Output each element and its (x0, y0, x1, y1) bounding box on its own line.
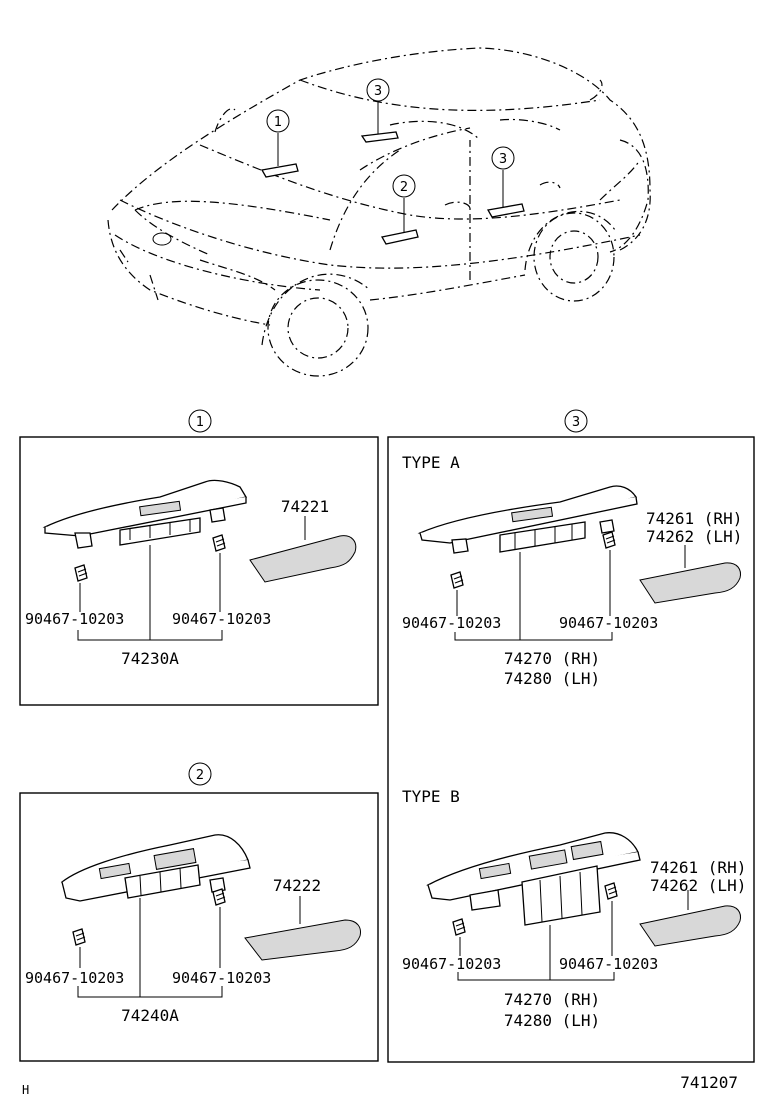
switch-location-2 (380, 229, 419, 245)
car-callout-3-front: 3 (366, 78, 390, 102)
assembly-lh-part-number: 74280 (LH) (504, 669, 600, 688)
type-a-title: TYPE A (402, 453, 460, 472)
clip-right (212, 534, 226, 552)
clip-right (212, 888, 226, 906)
vehicle-illustration (107, 47, 651, 377)
switch-location-1 (260, 163, 299, 178)
clip-left-part-number: 90467-10203 (25, 610, 124, 628)
svg-text:3: 3 (374, 84, 382, 99)
clip-left-part-number: 90467-10203 (25, 969, 124, 987)
svg-text:1: 1 (274, 115, 282, 130)
clip-left (72, 928, 86, 946)
clip-left-part-number: 90467-10203 (402, 955, 501, 973)
assembly-rh-part-number: 74270 (RH) (504, 990, 600, 1009)
switch-cover-74221 (249, 535, 357, 583)
assembly-lh-part-number: 74280 (LH) (504, 1011, 600, 1030)
assembly-rh-part-number: 74270 (RH) (504, 649, 600, 668)
clip-right-part-number: 90467-10203 (172, 610, 271, 628)
section-3-frame (387, 436, 755, 1063)
section-1: 1 90467-10203 90467-10203 74230A 74221 (19, 409, 379, 706)
clip-right-part-number: 90467-10203 (559, 955, 658, 973)
car-callout-1: 1 (266, 109, 290, 133)
section-2-frame (19, 792, 379, 1062)
cover-lh-part-number: 74262 (LH) (646, 527, 742, 546)
assembly-part-number: 74240A (121, 1006, 179, 1025)
switch-location-3-rear (486, 203, 525, 218)
section-2: 2 90467-10203 90467-10203 74240A 74222 (19, 762, 379, 1062)
clip-right (602, 531, 616, 549)
section-1-number: 1 (196, 415, 204, 430)
clip-left-part-number: 90467-10203 (402, 614, 501, 632)
type-b: TYPE B 90467-10203 90467-10203 (402, 787, 746, 1030)
svg-text:3: 3 (499, 152, 507, 167)
car-callout-2: 2 (392, 174, 416, 198)
cover-part-number: 74222 (273, 876, 321, 895)
car-callout-3-rear: 3 (491, 146, 515, 170)
clip-right (604, 882, 618, 900)
section-1-frame (19, 436, 379, 706)
assembly-part-number: 74230A (121, 649, 179, 668)
diagram-number: 741207 (680, 1073, 738, 1092)
cover-rh-part-number: 74261 (RH) (650, 858, 746, 877)
switch-cover-type-b (639, 905, 741, 947)
switch-location-3-front (360, 131, 399, 143)
clip-left (452, 918, 466, 936)
section-2-number: 2 (196, 768, 204, 783)
cover-part-number: 74221 (281, 497, 329, 516)
cover-lh-part-number: 74262 (LH) (650, 876, 746, 895)
section-3: 3 TYPE A 90467-10203 (387, 409, 755, 1063)
section-3-number: 3 (572, 415, 580, 430)
clip-right-part-number: 90467-10203 (172, 969, 271, 987)
switch-cover-type-a (639, 562, 741, 604)
clip-right-part-number: 90467-10203 (559, 614, 658, 632)
switch-cover-74222 (244, 919, 361, 961)
svg-text:2: 2 (400, 180, 408, 195)
clip-left (74, 564, 88, 582)
type-b-title: TYPE B (402, 787, 460, 806)
clip-left (450, 571, 464, 589)
type-a: TYPE A 90467-10203 90467-10203 7427 (402, 453, 742, 688)
footer-left-code: H (22, 1083, 29, 1097)
cover-rh-part-number: 74261 (RH) (646, 509, 742, 528)
